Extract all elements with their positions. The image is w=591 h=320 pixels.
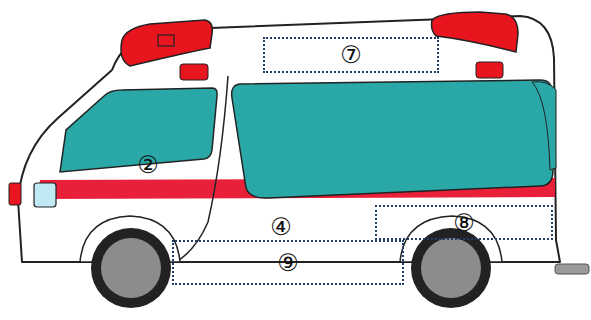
- callout-number: ⑧: [453, 211, 475, 235]
- exhaust-pipe: [555, 264, 589, 274]
- callout-number: ⑦: [340, 43, 362, 67]
- front-lamp: [9, 183, 21, 205]
- door-line: [176, 76, 228, 262]
- callout-number: ②: [137, 153, 159, 177]
- headlight: [34, 183, 56, 207]
- rear-window: [532, 82, 556, 170]
- callout-box: ⑨: [172, 240, 404, 285]
- callout-number: ⑨: [277, 251, 299, 275]
- callout-box: ⑦: [263, 37, 439, 73]
- marker-light: [180, 64, 208, 80]
- rear-roof-light: [432, 12, 519, 52]
- wheel-hub: [421, 238, 481, 298]
- front-wheel: [91, 228, 171, 308]
- light-detail: [158, 35, 174, 46]
- callout-box: ⑧: [375, 205, 553, 240]
- wheel-hub: [101, 238, 161, 298]
- front-roof-light: [121, 20, 212, 66]
- marker-light: [476, 62, 503, 78]
- side-window: [232, 80, 553, 198]
- rear-wheel: [411, 228, 491, 308]
- callout-number: ④: [270, 215, 292, 239]
- van-body: [18, 16, 560, 262]
